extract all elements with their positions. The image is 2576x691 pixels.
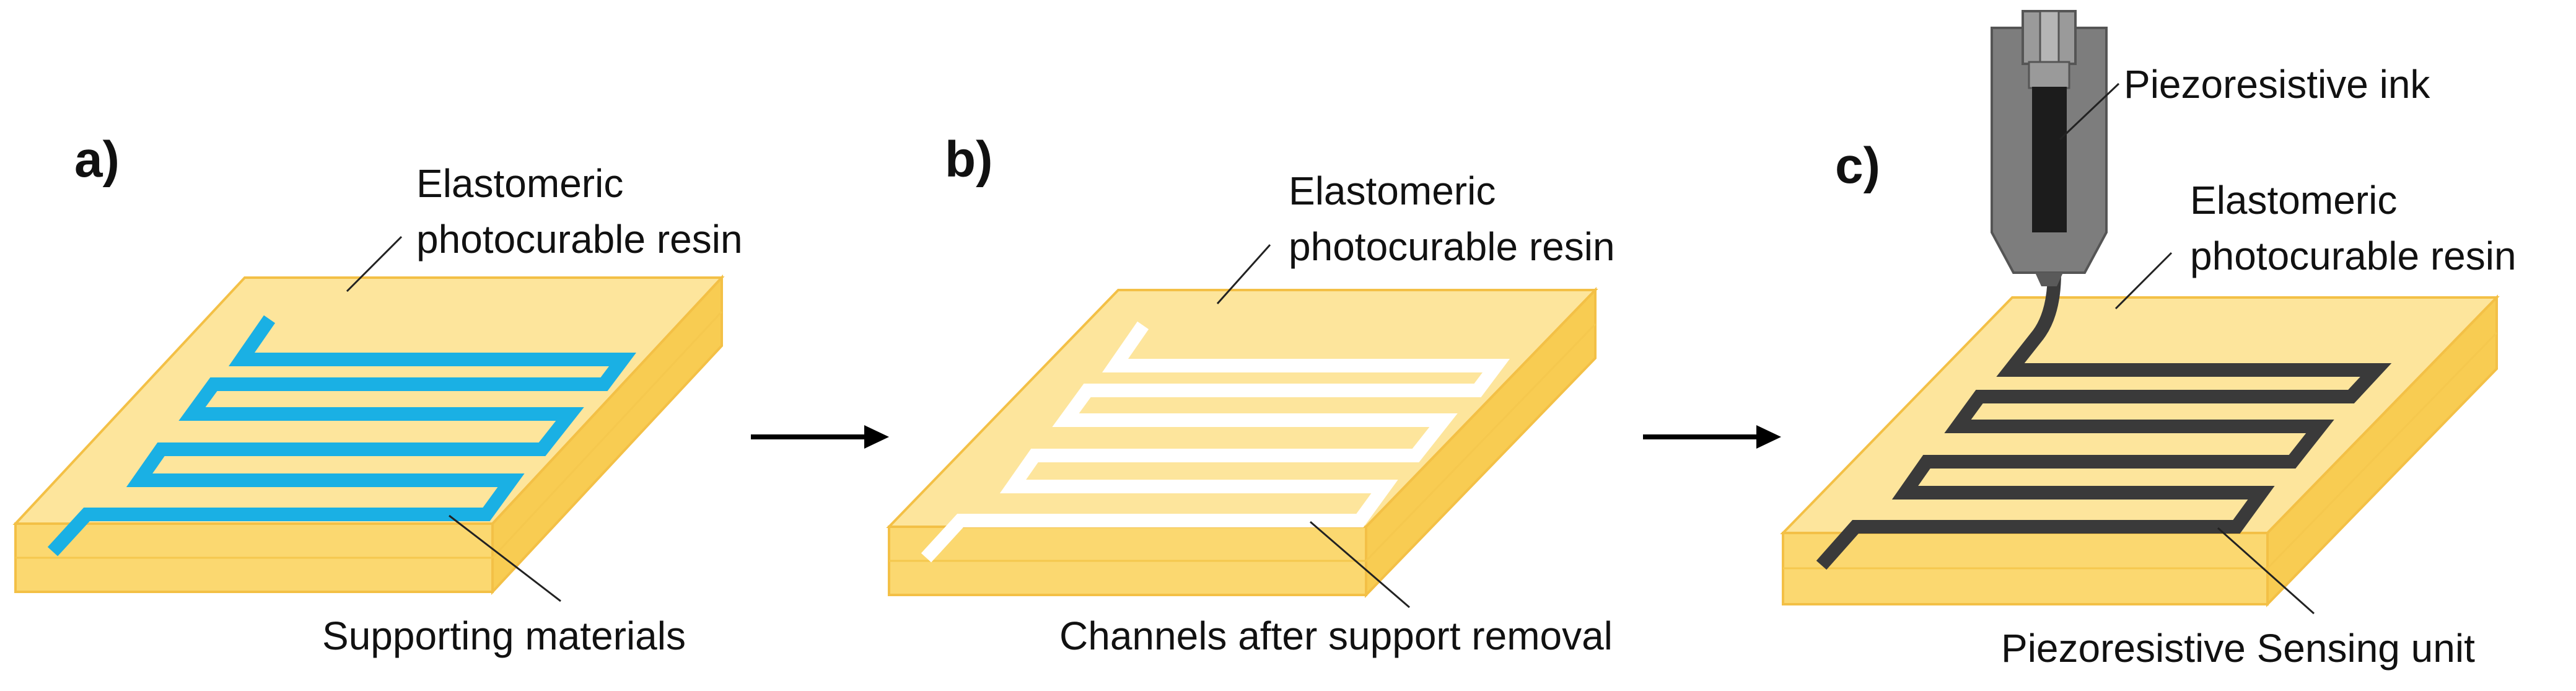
resin-label-a-line1: Elastomeric [416, 161, 623, 206]
panel-letter-a: a) [74, 131, 120, 188]
ink-label-c: Piezoresistive ink [2124, 62, 2430, 107]
process-arrow-b-c [1643, 425, 1781, 449]
resin-label-c-line1: Elastomeric [2190, 178, 2397, 222]
channel-leader-line-b [1310, 521, 1410, 609]
panel-a: a) Elastomeric photocurable resin Suppor… [12, 131, 743, 658]
sensing-label-c: Piezoresistive Sensing unit [2001, 626, 2475, 671]
ink-cartridge [2032, 87, 2067, 232]
arrow-head [864, 425, 889, 449]
resin-label-b-line1: Elastomeric [1289, 169, 1496, 213]
channel-label-b: Channels after support removal [1059, 614, 1613, 658]
ink-cartridge-collar [2028, 61, 2070, 89]
slab-layer-line [15, 310, 723, 559]
resin-label-a-line2: photocurable resin [416, 217, 743, 262]
panel-b: b) Elastomeric photocurable resin Channe… [886, 131, 1615, 658]
resin-label-c-line2: photocurable resin [2190, 234, 2517, 278]
support-material-channel [47, 315, 636, 557]
nozzle-tip [2035, 273, 2063, 286]
resin-leader-line-c [2114, 252, 2173, 310]
piezoresistive-ink-trace [1816, 272, 2392, 570]
printing-nozzle [1991, 10, 2108, 286]
support-leader-line-a [449, 514, 561, 602]
arrow-head [1756, 425, 1781, 449]
slab-layer-line [889, 323, 1597, 562]
process-arrow-a-b [751, 425, 889, 449]
sensing-leader-line-c [2217, 527, 2315, 615]
slab-layer-line [1783, 332, 2498, 570]
resin-slab-c [1780, 294, 2500, 607]
ink-leader-line-c [2059, 82, 2120, 141]
resin-leader-line-a [346, 235, 403, 293]
panel-letter-b: b) [945, 131, 992, 188]
resin-slab-b [886, 287, 1598, 598]
support-label-a: Supporting materials [322, 614, 686, 658]
resin-slab-a [12, 274, 725, 596]
resin-leader-line-b [1216, 244, 1271, 305]
resin-label-b-line2: photocurable resin [1289, 224, 1615, 269]
panel-c: c) Piezoresistive ink Elastomeric photoc… [1780, 10, 2517, 671]
panel-letter-c: c) [1835, 138, 1880, 194]
empty-channel [921, 321, 1510, 563]
